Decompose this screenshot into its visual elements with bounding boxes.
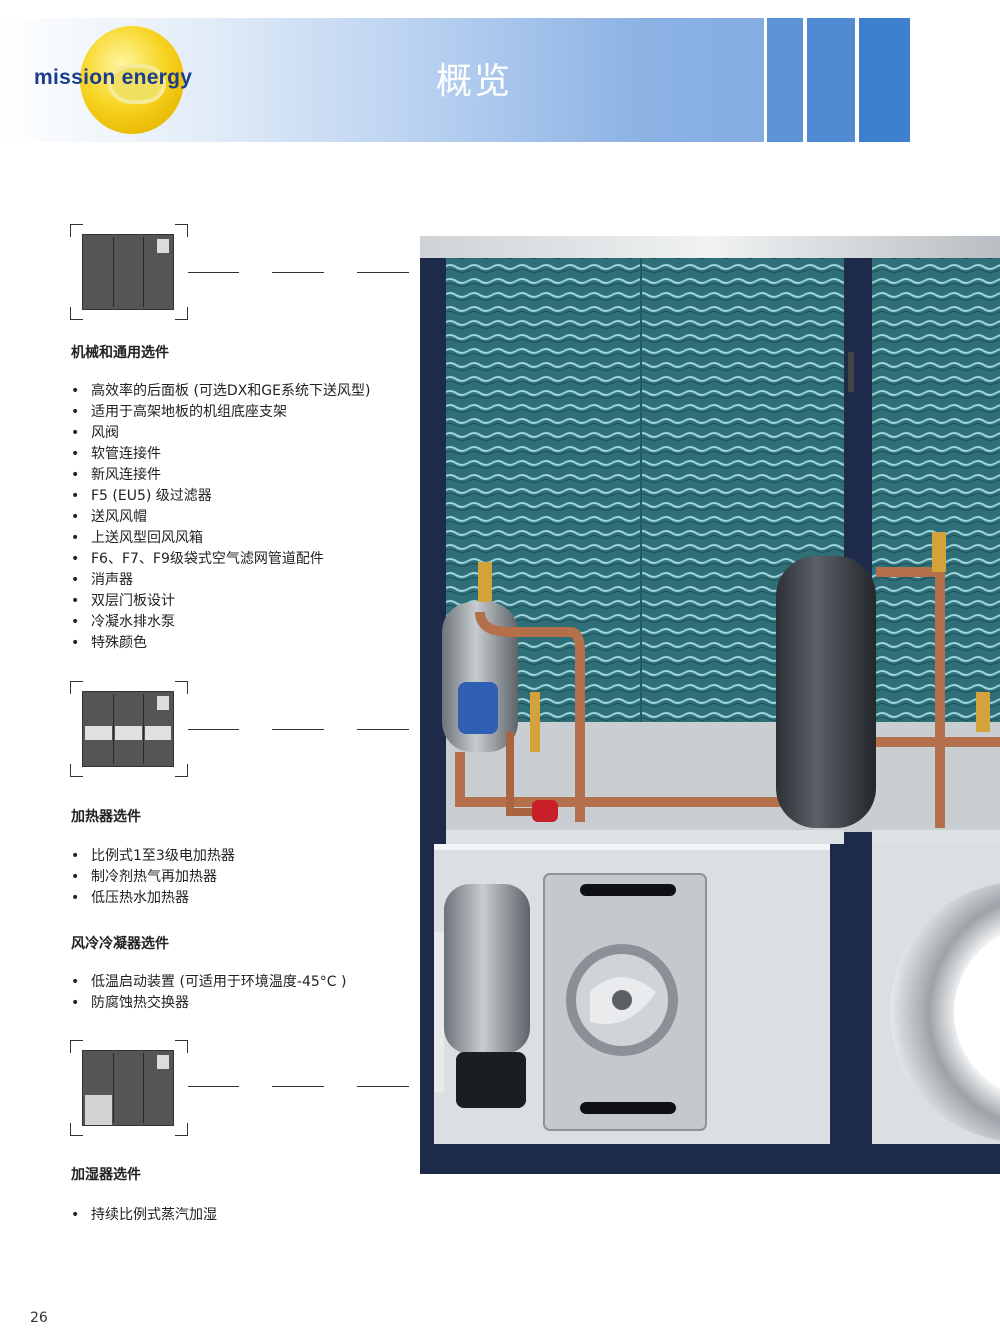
list-item: 软管连接件 <box>71 444 370 465</box>
list-item: 比例式1至3级电加热器 <box>71 846 235 867</box>
unit-thumbnail-mechanical <box>70 224 188 320</box>
unit-thumbnail-humidifier <box>70 1040 188 1136</box>
leader-line <box>272 729 324 730</box>
header-stripe <box>767 18 803 142</box>
leader-line <box>357 272 409 273</box>
leader-line <box>272 272 324 273</box>
unit-thumbnail-heater <box>70 681 188 777</box>
section-title-heater: 加热器选件 <box>71 809 141 825</box>
list-item: 适用于高架地板的机组底座支架 <box>71 402 370 423</box>
leader-line <box>188 1086 239 1087</box>
leader-line <box>272 1086 324 1087</box>
section-title-condenser: 风冷冷凝器选件 <box>71 936 169 952</box>
header-stripe <box>807 18 855 142</box>
list-item: 持续比例式蒸汽加湿 <box>71 1205 217 1226</box>
list-item: 消声器 <box>71 570 370 591</box>
leader-line <box>188 729 239 730</box>
page-title: 概览 <box>436 61 513 102</box>
logo-text: mission energy <box>34 66 193 89</box>
list-item: 新风连接件 <box>71 465 370 486</box>
header-stripe <box>803 18 807 142</box>
section-title-humidifier: 加湿器选件 <box>71 1167 141 1183</box>
header-stripe <box>859 18 910 142</box>
list-item: 送风风帽 <box>71 507 370 528</box>
heater-options-list: 比例式1至3级电加热器 制冷剂热气再加热器 低压热水加热器 <box>71 846 235 909</box>
section-title-mechanical: 机械和通用选件 <box>71 345 169 361</box>
list-item: F6、F7、F9级袋式空气滤网管道配件 <box>71 549 370 570</box>
list-item: 防腐蚀热交换器 <box>71 993 346 1014</box>
humidifier-options-list: 持续比例式蒸汽加湿 <box>71 1205 217 1226</box>
mechanical-options-list: 高效率的后面板 (可选DX和GE系统下送风型) 适用于高架地板的机组底座支架 风… <box>71 381 370 654</box>
list-item: 风阀 <box>71 423 370 444</box>
list-item: 低温启动装置 (可适用于环境温度-45°C ) <box>71 972 346 993</box>
leader-line <box>357 729 409 730</box>
list-item: 冷凝水排水泵 <box>71 612 370 633</box>
header-stripe <box>764 18 767 142</box>
list-item: 低压热水加热器 <box>71 888 235 909</box>
page-number: 26 <box>30 1310 48 1326</box>
logo-emblem-icon <box>80 26 184 134</box>
list-item: 特殊颜色 <box>71 633 370 654</box>
list-item: 高效率的后面板 (可选DX和GE系统下送风型) <box>71 381 370 402</box>
list-item: 双层门板设计 <box>71 591 370 612</box>
leader-line <box>357 1086 409 1087</box>
list-item: F5 (EU5) 级过滤器 <box>71 486 370 507</box>
unit-cutaway-illustration <box>420 236 1000 1174</box>
list-item: 制冷剂热气再加热器 <box>71 867 235 888</box>
leader-line <box>188 272 239 273</box>
list-item: 上送风型回风风箱 <box>71 528 370 549</box>
condenser-options-list: 低温启动装置 (可适用于环境温度-45°C ) 防腐蚀热交换器 <box>71 972 346 1014</box>
header-stripe <box>855 18 859 142</box>
